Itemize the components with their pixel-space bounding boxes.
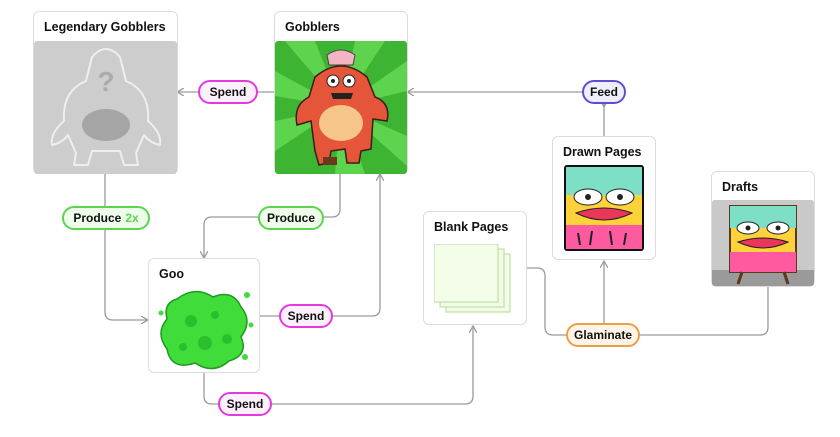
produce-legendary-label: Produce 2x [62, 206, 150, 230]
drawn-pages-title: Drawn Pages [563, 145, 642, 159]
goo-title: Goo [159, 267, 184, 281]
goo-card[interactable]: Goo [148, 258, 260, 373]
edge-produce-legendary [104, 173, 147, 320]
gobblers-card[interactable]: Gobblers [274, 11, 408, 174]
edge-glaminate [527, 267, 769, 336]
drafts-title: Drafts [722, 180, 759, 194]
feed-label: Feed [582, 80, 626, 104]
produce-multiplier: 2x [125, 211, 139, 225]
legendary-gobblers-card[interactable]: Legendary Gobblers ? [33, 11, 178, 174]
edge-spend-goo-gobblers [260, 175, 380, 317]
produce-gobblers-label: Produce [258, 206, 324, 230]
drawn-pages-card[interactable]: Drawn Pages [552, 136, 656, 260]
spend-goo-blank-label: Spend [218, 392, 272, 416]
svg-text:?: ? [97, 66, 114, 97]
drafts-easel-art [712, 200, 814, 286]
gobblers-title: Gobblers [285, 20, 340, 34]
legendary-gobblers-title: Legendary Gobblers [44, 20, 166, 34]
glaminate-label: Glaminate [566, 323, 640, 347]
drafts-card[interactable]: Drafts [711, 171, 815, 287]
blank-pages-card[interactable]: Blank Pages [423, 211, 527, 325]
edge-feed [408, 92, 605, 136]
gobbler-character-art [275, 41, 407, 174]
edge-spend-goo-blank [203, 327, 473, 405]
blank-pages-title: Blank Pages [434, 220, 509, 234]
legendary-gobbler-silhouette: ? [34, 41, 177, 174]
produce-legendary-text: Produce [73, 211, 122, 225]
blank-pages-stack-art [434, 244, 511, 313]
spend-goo-gobblers-label: Spend [279, 304, 333, 328]
goo-blob-art [158, 290, 254, 370]
spend-legendary-label: Spend [198, 80, 258, 104]
drawn-page-art [564, 165, 644, 251]
